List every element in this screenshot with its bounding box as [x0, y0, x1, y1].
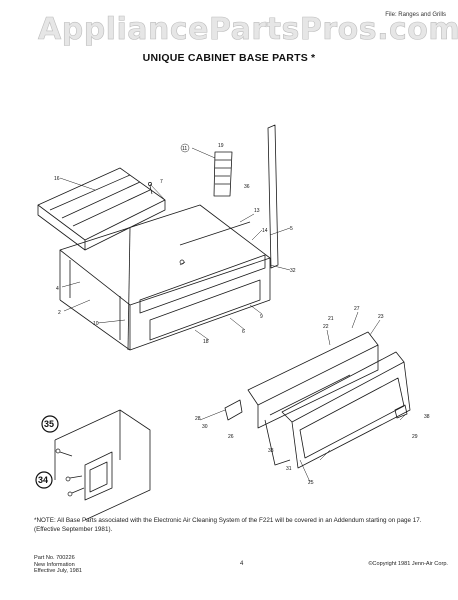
- callout-13: 13: [254, 208, 260, 214]
- callout-32: 32: [290, 268, 296, 274]
- callout-27: 27: [354, 306, 360, 312]
- callout-21: 21: [328, 316, 334, 322]
- callout-38: 38: [424, 414, 430, 420]
- side-rail: [267, 124, 279, 269]
- callout-33: 33: [268, 448, 274, 454]
- callout-26: 26: [228, 434, 234, 440]
- cabinet-frame: [59, 204, 271, 351]
- callout-14: 14: [262, 228, 268, 234]
- callout-18: 18: [203, 339, 209, 345]
- callout-29: 29: [412, 434, 418, 440]
- callout-4: 4: [56, 286, 59, 292]
- part-number: Part No. 700226: [34, 555, 75, 561]
- copyright: ©Copyright 1981 Jenn-Air Corp.: [368, 561, 448, 567]
- callout-19: 19: [218, 143, 224, 149]
- callout-5: 5: [290, 226, 293, 232]
- leader-lines: [59, 147, 406, 483]
- watermark: AppliancePartsPros.com: [38, 12, 458, 48]
- detail-inset: [54, 409, 151, 521]
- callout-11: 11: [182, 146, 187, 152]
- info-status: New Information: [34, 561, 75, 568]
- callout-36: 36: [244, 184, 250, 190]
- screws: [55, 182, 186, 497]
- callout-25: 25: [308, 480, 314, 486]
- callout-34: 34: [38, 475, 48, 485]
- file-label: File: Ranges and Grills: [385, 12, 446, 18]
- page-title: UNIQUE CABINET BASE PARTS *: [142, 52, 316, 64]
- effective-date: Effective July, 1981: [34, 568, 82, 575]
- callout-16: 16: [54, 176, 60, 182]
- callout-7: 7: [160, 179, 163, 185]
- door-assembly: [247, 331, 411, 469]
- duct-hose: [213, 151, 233, 197]
- callout-28: 28: [195, 416, 201, 422]
- callout-6: 6: [242, 329, 245, 335]
- callout-31: 31: [286, 466, 292, 472]
- footnote: *NOTE: All Base Parts associated with th…: [34, 517, 422, 533]
- footer-part-info: Part No. 700226 New Information Effectiv…: [34, 555, 82, 575]
- callout-30: 30: [202, 424, 208, 430]
- callout-35: 35: [44, 419, 54, 429]
- part-callouts: 11 19 36 7 16 13 14 5 4 2 32 10 6 9 18 2…: [35, 143, 430, 489]
- callout-2: 2: [58, 310, 61, 316]
- page-number: 4: [240, 561, 244, 567]
- front-rod: [127, 227, 131, 351]
- callout-22: 22: [323, 324, 329, 330]
- callout-23: 23: [378, 314, 384, 320]
- callout-9: 9: [260, 314, 263, 320]
- door-hinge-bracket: [224, 399, 408, 421]
- callout-10: 10: [93, 321, 99, 327]
